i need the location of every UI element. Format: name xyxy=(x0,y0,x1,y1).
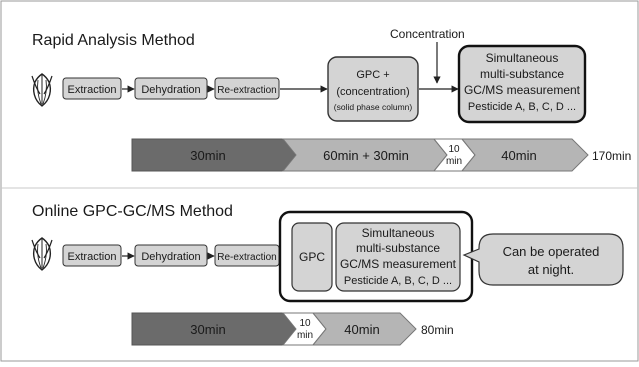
rapid-gpc-box xyxy=(327,56,419,122)
online-dehydration-label: Dehydration xyxy=(141,251,200,263)
rapid-title: Rapid Analysis Method xyxy=(32,32,195,49)
online-timeline-seg3 xyxy=(311,312,417,346)
rapid-seg3-label-bottom: min xyxy=(446,156,462,167)
online-total-label: 80min xyxy=(421,323,454,337)
online-seg1-label: 30min xyxy=(190,322,225,337)
rapid-seg4-label: 40min xyxy=(501,148,536,163)
rapid-dehydration-box xyxy=(134,77,208,100)
online-ms-line1: Simultaneous xyxy=(362,226,435,240)
rapid-concentration-label: Concentration xyxy=(390,27,465,41)
rapid-ms-line2: multi-substance xyxy=(480,67,564,81)
night-callout xyxy=(462,233,624,286)
rapid-seg2-label: 60min + 30min xyxy=(323,148,409,163)
online-ms-line2: multi-substance xyxy=(356,241,440,255)
callout-line2: at night. xyxy=(528,262,574,277)
rapid-ms-line4: Pesticide A, B, C, D ... xyxy=(468,101,576,113)
rapid-gpc-line3: (solid phase column) xyxy=(334,102,413,112)
rapid-gpc-line1: GPC + xyxy=(356,69,389,81)
rapid-extraction-box xyxy=(62,77,122,100)
corn-icon xyxy=(31,73,53,107)
rapid-total-label: 170min xyxy=(592,149,631,163)
callout-line1: Can be operated xyxy=(503,244,600,259)
rapid-ms-box xyxy=(457,44,587,124)
corn-icon xyxy=(31,237,53,271)
online-ms-box xyxy=(335,222,461,292)
rapid-reextraction-box xyxy=(214,77,280,100)
online-extraction-box xyxy=(62,244,122,267)
online-extraction-label: Extraction xyxy=(68,251,117,263)
rapid-ms-line1: Simultaneous xyxy=(486,51,559,65)
rapid-reextraction-label: Re-extraction xyxy=(217,85,276,96)
online-ms-line4: Pesticide A, B, C, D ... xyxy=(344,275,452,287)
rapid-seg3-label-top: 10 xyxy=(448,144,460,155)
online-title: Online GPC-GC/MS Method xyxy=(32,203,233,220)
online-seg3-label: 40min xyxy=(344,322,379,337)
online-dehydration-box xyxy=(134,244,208,267)
online-gpc-label: GPC xyxy=(299,250,325,264)
online-ms-line3: GC/MS measurement xyxy=(340,257,457,271)
rapid-gpc-line2: (concentration) xyxy=(336,86,409,98)
rapid-extraction-label: Extraction xyxy=(68,84,117,96)
rapid-dehydration-label: Dehydration xyxy=(141,84,200,96)
online-gpc-box xyxy=(291,222,333,292)
rapid-seg1-label: 30min xyxy=(190,148,225,163)
online-reextraction-label: Re-extraction xyxy=(217,252,276,263)
rapid-timeline-seg4 xyxy=(460,138,589,172)
online-seg2-label-bottom: min xyxy=(297,330,313,341)
online-seg2-label-top: 10 xyxy=(299,318,311,329)
rapid-ms-line3: GC/MS measurement xyxy=(464,83,581,97)
